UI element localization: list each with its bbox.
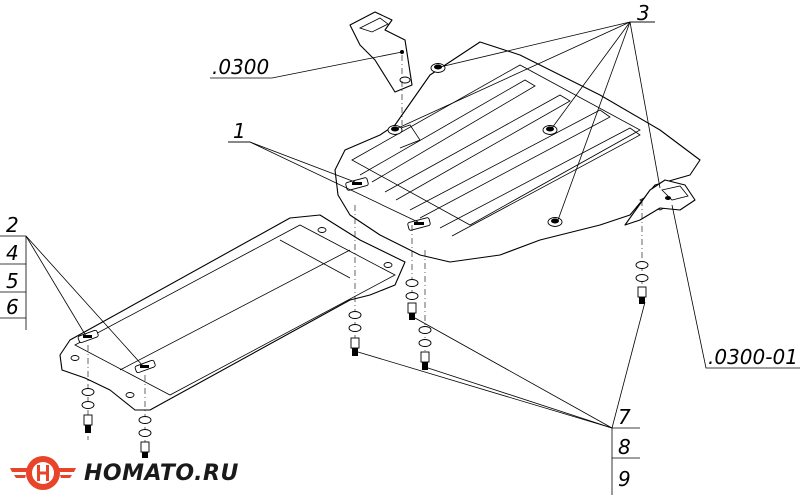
- leader-lines: [25, 21, 800, 429]
- label-item-1: 1: [233, 119, 246, 143]
- right-bracket: [624, 179, 696, 226]
- watermark-logo: HOMATO.RU: [8, 452, 239, 494]
- label-item-2: 2: [6, 213, 19, 237]
- watermark-text: HOMATO.RU: [84, 460, 239, 486]
- main-guard-plate: [334, 41, 701, 263]
- label-item-7: 7: [618, 405, 631, 429]
- label-item-3: 3: [637, 1, 650, 25]
- label-part-variant: .0300-01: [708, 345, 798, 369]
- label-frames: [0, 21, 655, 495]
- label-item-6: 6: [6, 295, 19, 319]
- label-item-4: 4: [6, 241, 19, 265]
- secondary-guard-plate: [59, 214, 406, 411]
- label-item-5: 5: [6, 269, 19, 293]
- label-part-main: .0300: [212, 55, 269, 79]
- label-item-9: 9: [618, 467, 631, 491]
- label-item-8: 8: [618, 435, 631, 459]
- hardware-washers-bolts: [81, 261, 649, 458]
- logo-emblem-icon: [10, 456, 76, 490]
- top-bracket: [349, 11, 413, 93]
